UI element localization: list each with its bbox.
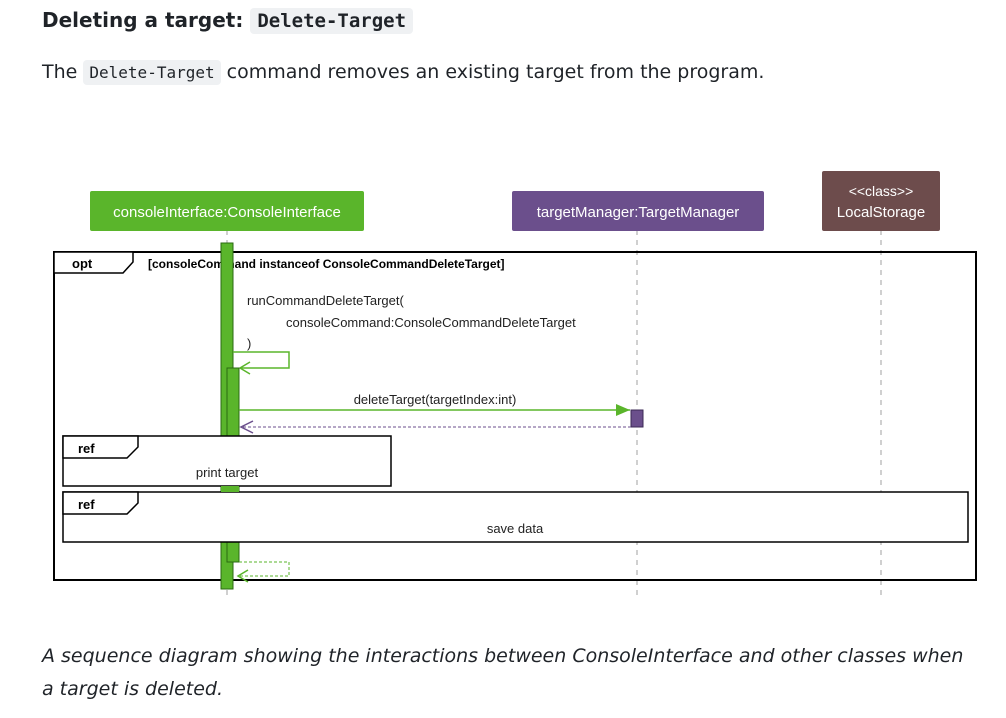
participant-local-storage: <<class>> LocalStorage — [822, 171, 940, 231]
ref-save-data-text: save data — [487, 521, 544, 536]
opt-fragment: opt [consoleCommand instanceof ConsoleCo… — [53, 251, 977, 581]
opt-guard: [consoleCommand instanceof ConsoleComman… — [148, 257, 505, 271]
activation-target-manager — [630, 409, 644, 428]
message-self-call-line3: ) — [247, 336, 251, 351]
ref-save-data-keyword: ref — [78, 497, 95, 512]
intro-before: The — [42, 61, 78, 83]
participant-console-interface: consoleInterface:ConsoleInterface — [90, 191, 364, 231]
intro-after: command removes an existing target from … — [226, 61, 765, 83]
ref-save-data: ref save data — [62, 491, 969, 543]
ref-print-target-keyword: ref — [78, 441, 95, 456]
heading-text: Deleting a target: — [42, 8, 244, 32]
ref-print-target: ref print target — [62, 435, 392, 487]
message-delete-target: deleteTarget(targetIndex:int) — [354, 392, 517, 407]
participant-target-manager: targetManager:TargetManager — [512, 191, 764, 231]
message-self-call-line2: consoleCommand:ConsoleCommandDeleteTarge… — [286, 315, 576, 330]
participant-local-storage-label: LocalStorage — [837, 204, 925, 221]
section-heading: Deleting a target: Delete-Target — [42, 6, 414, 35]
delete-target-arrowhead — [616, 404, 630, 416]
ref-print-target-text: print target — [196, 465, 259, 480]
participant-console-interface-label: consoleInterface:ConsoleInterface — [113, 204, 341, 221]
heading-command-code: Delete-Target — [250, 8, 414, 34]
participant-local-storage-stereotype: <<class>> — [849, 183, 914, 199]
self-return-arrowhead — [236, 569, 249, 583]
sequence-diagram: consoleInterface:ConsoleInterface target… — [53, 171, 977, 598]
self-return-arrow — [238, 561, 290, 577]
self-call-arrowhead — [238, 361, 251, 375]
participant-target-manager-label: targetManager:TargetManager — [537, 204, 740, 221]
opt-keyword: opt — [72, 256, 93, 271]
self-call-arrow — [233, 351, 290, 369]
intro-command-code: Delete-Target — [83, 60, 221, 85]
message-self-call-line1: runCommandDeleteTarget( — [247, 293, 404, 308]
delete-target-return-arrowhead — [239, 420, 254, 434]
intro-paragraph: The Delete-Target command removes an exi… — [42, 58, 764, 87]
diagram-caption: A sequence diagram showing the interacti… — [42, 645, 964, 700]
activation-console-stub — [221, 486, 239, 492]
